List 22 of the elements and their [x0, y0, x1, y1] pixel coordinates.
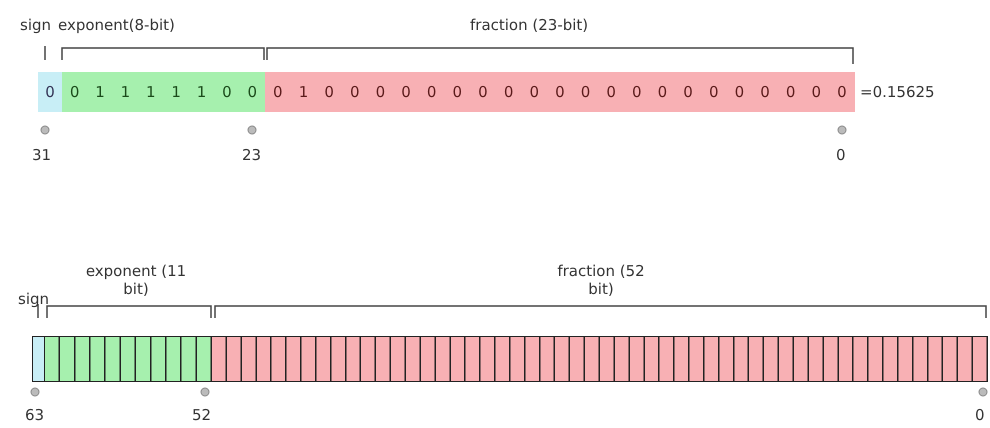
- field-label: sign: [20, 16, 52, 34]
- field-label: exponent (11 bit): [84, 262, 188, 298]
- exponent-bit-field: [62, 72, 265, 112]
- bit-values: 0 1 1 1 1 1 0 0: [68, 83, 258, 101]
- value-label: =0.15625: [860, 83, 935, 101]
- field-label: fraction (23-bit): [470, 16, 588, 34]
- bit-index: 23: [242, 146, 262, 164]
- bit-index: 52: [192, 406, 212, 424]
- bit-index: 31: [32, 146, 52, 164]
- field-label: sign: [18, 290, 50, 308]
- bit-values: 0: [44, 83, 56, 101]
- fraction-bit-field: [265, 72, 855, 112]
- sign-bit-cell: [32, 336, 45, 382]
- sign-bit-field: [38, 72, 62, 112]
- fraction-bit-cells: [212, 336, 988, 382]
- bit-index: 63: [25, 406, 44, 424]
- bit-index: 0: [836, 146, 846, 164]
- exponent-bit-cells: [45, 336, 212, 382]
- bit-index: 0: [975, 406, 985, 424]
- field-label: exponent(8-bit): [58, 16, 175, 34]
- field-label: fraction (52 bit): [556, 262, 646, 298]
- bit-values: 0 1 0 0 0 0 0 0 0 0 0 0 0 0 0 0 0 0 0 0 0 0 0: [272, 83, 848, 101]
